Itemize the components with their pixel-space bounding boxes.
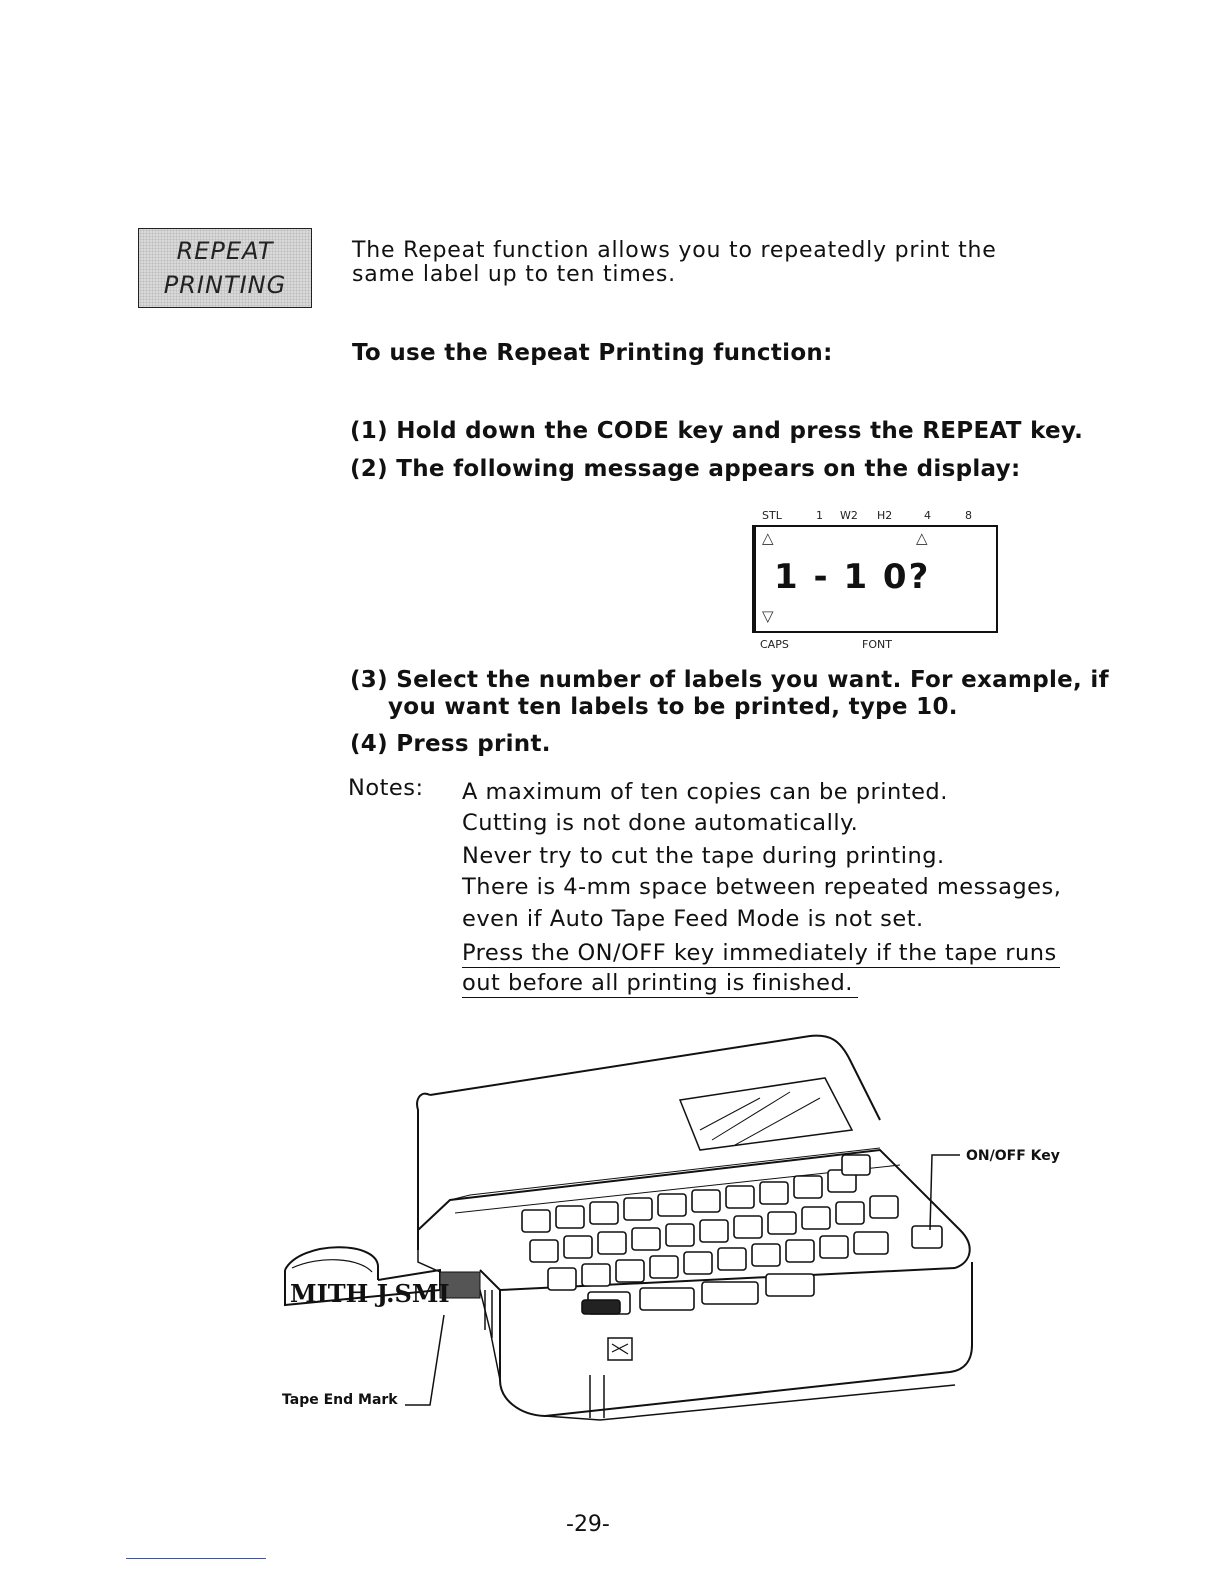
section-tab-line1: REPEAT	[176, 237, 274, 265]
onoff-key-callout: ON/OFF Key	[966, 1148, 1060, 1164]
lcd-label-w2: W2	[840, 509, 858, 522]
footer-rule	[126, 1558, 266, 1559]
lcd-label-1: 1	[816, 509, 823, 522]
step-4: (4) Press print.	[350, 731, 551, 757]
section-tab-line2: PRINTING	[163, 271, 287, 299]
lcd-message: 1 - 1 0?	[774, 557, 931, 597]
instructions-heading: To use the Repeat Printing function:	[352, 340, 833, 366]
note-warning-line: Press the ON/OFF key immediately if the …	[462, 940, 1060, 968]
down-triangle-icon: ▽	[762, 607, 774, 625]
lcd-label-4: 4	[924, 509, 931, 522]
step-3-line-1: (3) Select the number of labels you want…	[350, 667, 1109, 693]
intro-line-2: same label up to ten times.	[352, 262, 676, 287]
step-1: (1) Hold down the CODE key and press the…	[350, 418, 1084, 444]
lcd-label-caps: CAPS	[760, 638, 789, 651]
note-line: Cutting is not done automatically.	[462, 810, 859, 836]
note-line: A maximum of ten copies can be printed.	[462, 779, 948, 805]
notes-label: Notes:	[348, 775, 424, 801]
step-2: (2) The following message appears on the…	[350, 456, 1021, 482]
step-3-line-2: you want ten labels to be printed, type …	[388, 694, 958, 720]
lcd-label-stl: STL	[762, 509, 782, 522]
lcd-label-8: 8	[965, 509, 972, 522]
up-triangle-icon: △	[916, 529, 928, 547]
section-tab: REPEAT PRINTING	[138, 228, 312, 308]
tape-text: MITH J.SMI	[290, 1279, 450, 1308]
note-line: Never try to cut the tape during printin…	[462, 843, 945, 869]
tape-end-mark-callout: Tape End Mark	[282, 1392, 398, 1408]
page-number: -29-	[566, 1512, 610, 1537]
lcd-display: △ △ 1 - 1 0? ▽	[752, 525, 998, 633]
up-triangle-icon: △	[762, 529, 774, 547]
lcd-label-font: FONT	[862, 638, 892, 651]
note-line: There is 4-mm space between repeated mes…	[462, 874, 1062, 900]
lcd-label-h2: H2	[877, 509, 893, 522]
intro-line-1: The Repeat function allows you to repeat…	[352, 238, 997, 263]
note-line: even if Auto Tape Feed Mode is not set.	[462, 906, 924, 932]
note-warning-line: out before all printing is finished.	[462, 970, 858, 998]
